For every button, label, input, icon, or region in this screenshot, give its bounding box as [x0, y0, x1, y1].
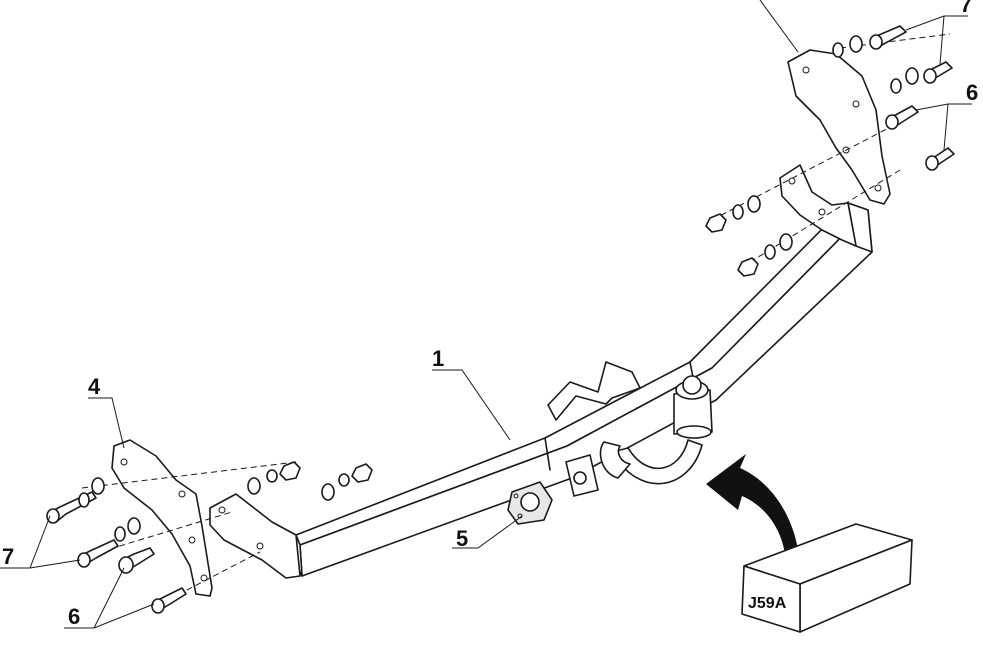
callout-1: 1 [432, 346, 444, 371]
callout-4: 4 [88, 374, 101, 399]
callout-6-left: 6 [68, 604, 80, 629]
callout-6-right: 6 [966, 80, 978, 105]
center-mount-bracket [547, 361, 641, 421]
right-bolts-6 [885, 105, 955, 171]
right-mounting-arm [779, 164, 857, 247]
tow-bar-crossmember [295, 202, 873, 577]
callout-5: 5 [456, 526, 468, 551]
callout-labels: 1 4 5 6 7 7 6 [2, 0, 978, 629]
curved-arrow-icon [706, 454, 800, 574]
callout-7-left: 7 [2, 544, 14, 569]
right-bolts-7 [832, 25, 953, 94]
callout-7-right: 7 [960, 0, 972, 17]
package-label: J59A [748, 595, 787, 612]
left-side-bracket-plate [111, 439, 213, 597]
left-mounting-arm [209, 493, 301, 579]
assembly-axis-lines [81, 33, 951, 605]
package-box: J59A [741, 523, 913, 633]
right-nut-washer-set [705, 195, 793, 277]
socket-plate [507, 481, 553, 525]
callout-leaders [0, 0, 972, 629]
left-bolts-7 [46, 477, 141, 568]
tow-ball-assembly [565, 375, 713, 497]
right-side-bracket-plate [787, 49, 891, 205]
left-upper-nut-washer-set [247, 461, 373, 501]
left-bolts-6 [118, 547, 187, 614]
